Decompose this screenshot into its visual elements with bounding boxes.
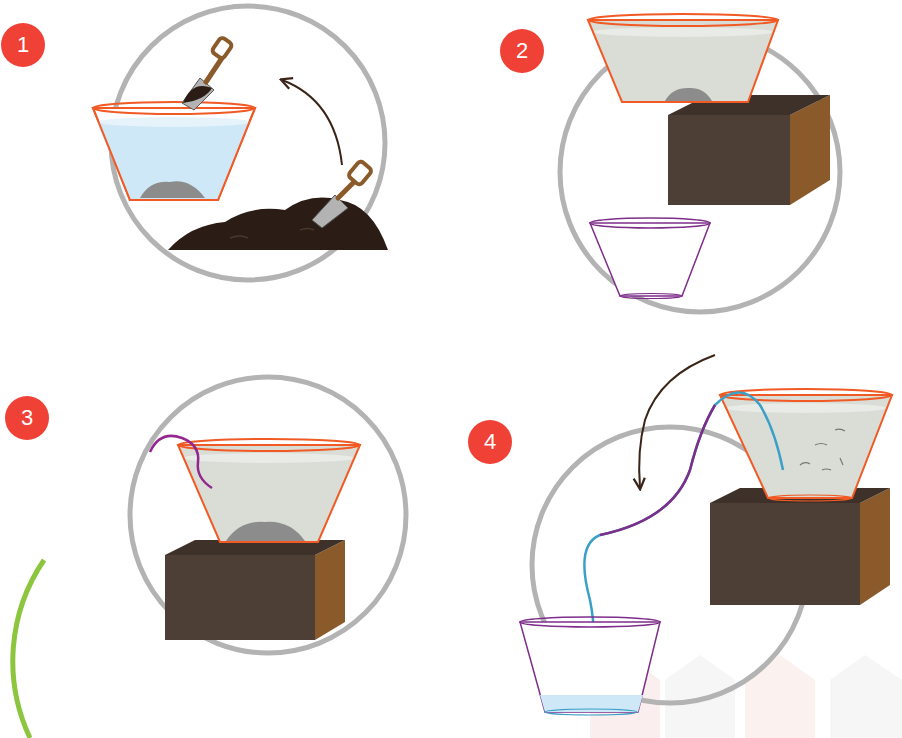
green-arc: [13, 560, 44, 738]
step-number-badge: 3: [5, 396, 49, 440]
step-2-illustration: [588, 14, 830, 299]
step-number: 3: [21, 407, 33, 429]
step-number: 1: [17, 34, 29, 56]
step-1-illustration: [93, 37, 388, 250]
step-3-illustration: [150, 436, 360, 640]
step-number-badge: 2: [500, 29, 544, 73]
step-number-badge: 4: [468, 420, 512, 464]
step-number: 2: [516, 40, 528, 62]
step-4-illustration: [520, 355, 892, 715]
step-number-badge: 1: [1, 23, 45, 67]
step-number: 4: [484, 431, 496, 453]
